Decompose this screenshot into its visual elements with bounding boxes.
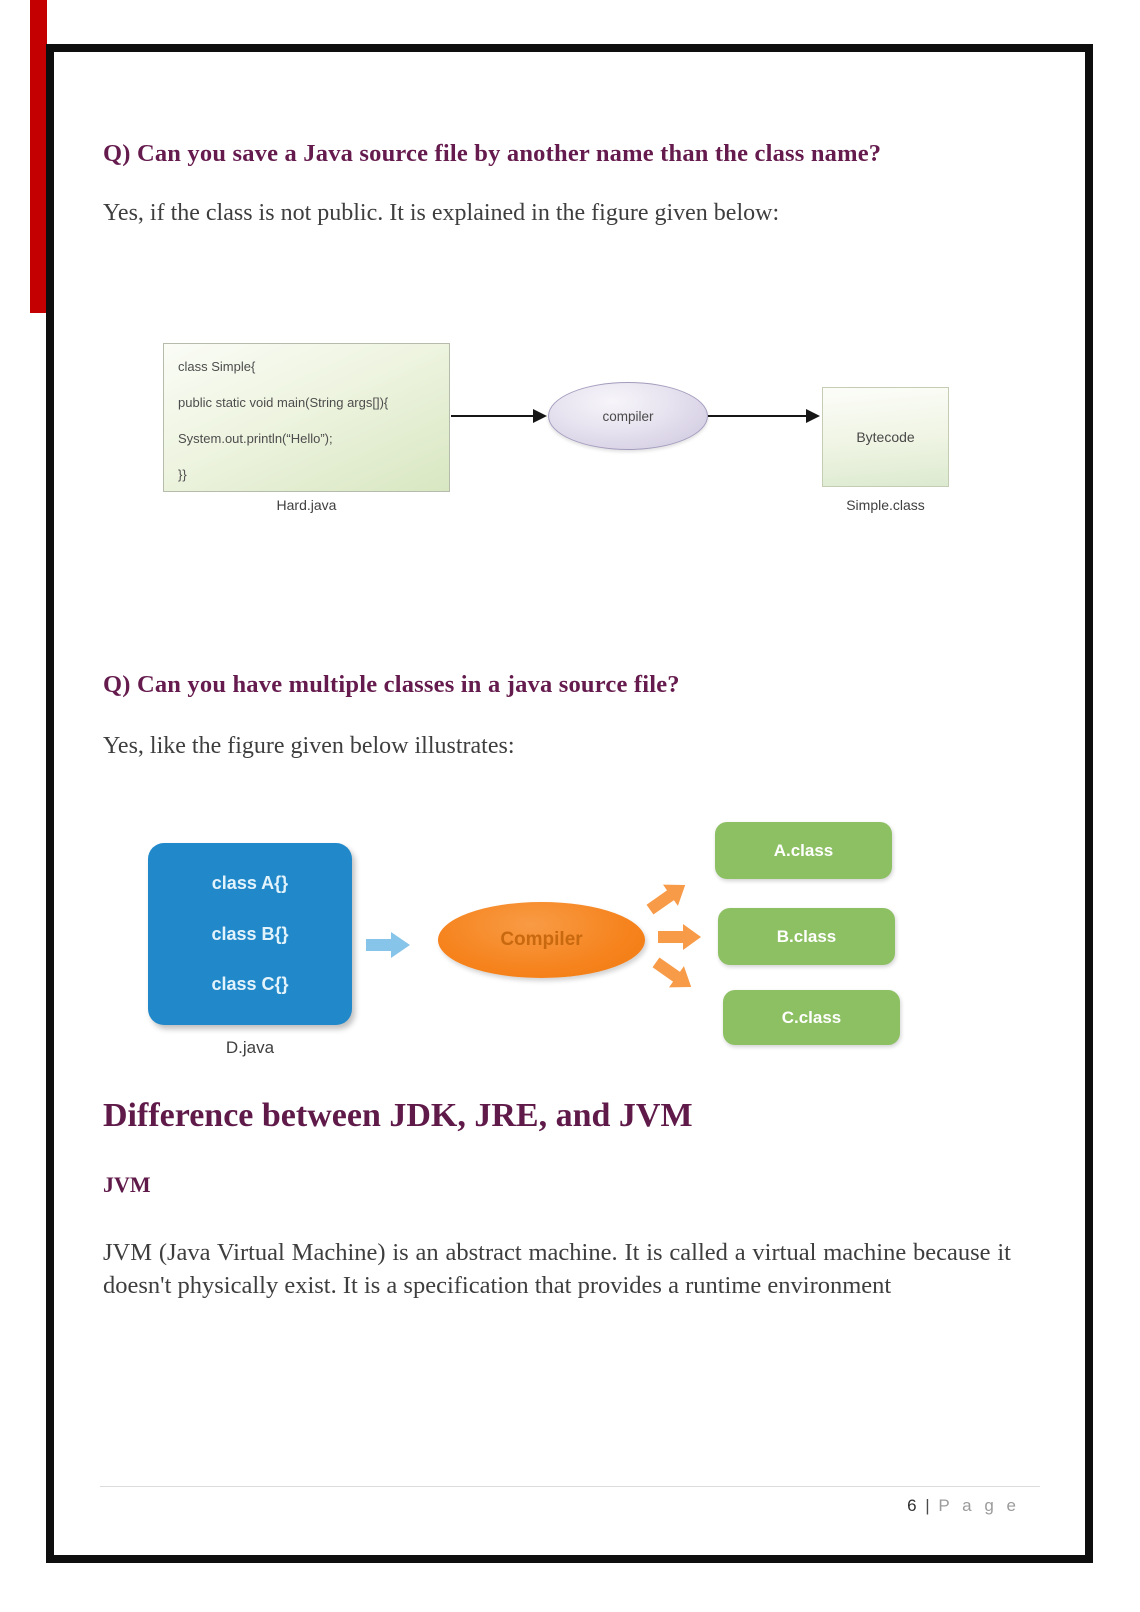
right-arrow-icon [533, 409, 547, 423]
figure2-compiler-ellipse: Compiler [438, 902, 645, 978]
question-2-heading: Q) Can you have multiple classes in a ja… [103, 671, 680, 698]
arrow-line [708, 415, 808, 417]
section-paragraph: JVM (Java Virtual Machine) is an abstrac… [103, 1239, 1011, 1299]
orange-right-arrow-icon [658, 924, 702, 950]
question-1-heading: Q) Can you save a Java source file by an… [103, 140, 882, 167]
footer-page-number: 6 [907, 1496, 917, 1515]
figure2-output-c: C.class [723, 990, 900, 1045]
code-line: System.out.println(“Hello”); [178, 431, 333, 446]
code-line: }} [178, 467, 187, 482]
source-class-line: class A{} [211, 872, 289, 893]
source-class-line: class C{} [211, 974, 289, 995]
source-class-line: class B{} [211, 923, 289, 944]
section-subtitle: JVM [103, 1172, 151, 1197]
code-line: class Simple{ [178, 359, 256, 374]
figure2-source-label: D.java [225, 1038, 275, 1057]
left-red-ribbon [30, 0, 47, 313]
figure1-bytecode-box: Bytecode [822, 387, 949, 487]
figure2-output-b: B.class [718, 908, 895, 965]
figure1-output-file-label: Simple.class [846, 497, 925, 513]
question-1-answer: Yes, if the class is not public. It is e… [103, 200, 780, 226]
arrow-line [451, 415, 535, 417]
footer-page-indicator: 6 | P a g e [100, 1496, 1020, 1516]
blue-right-arrow-icon [366, 932, 410, 958]
section-title: Difference between JDK, JRE, and JVM [103, 1097, 693, 1134]
figure1-bytecode-label: Bytecode [856, 429, 915, 445]
figure1-source-label: Hard.java [276, 497, 337, 513]
figure1-compiler-label: compiler [602, 408, 654, 424]
right-arrow-icon [806, 409, 820, 423]
figure2-output-a: A.class [715, 822, 892, 879]
footer-page-word: P a g e [938, 1496, 1020, 1515]
figure2-source-box: class A{} class B{} class C{} [148, 843, 352, 1025]
footer-separator: | [925, 1496, 930, 1515]
page-border-frame [46, 44, 1093, 1563]
question-2-answer: Yes, like the figure given below illustr… [103, 733, 515, 759]
figure1-compiler-ellipse: compiler [548, 382, 708, 450]
footer-divider [100, 1486, 1040, 1487]
code-line: public static void main(String args[]){ [178, 395, 389, 410]
figure2-compiler-label: Compiler [500, 929, 583, 950]
figure1-source-code-box: class Simple{ public static void main(St… [163, 343, 450, 492]
